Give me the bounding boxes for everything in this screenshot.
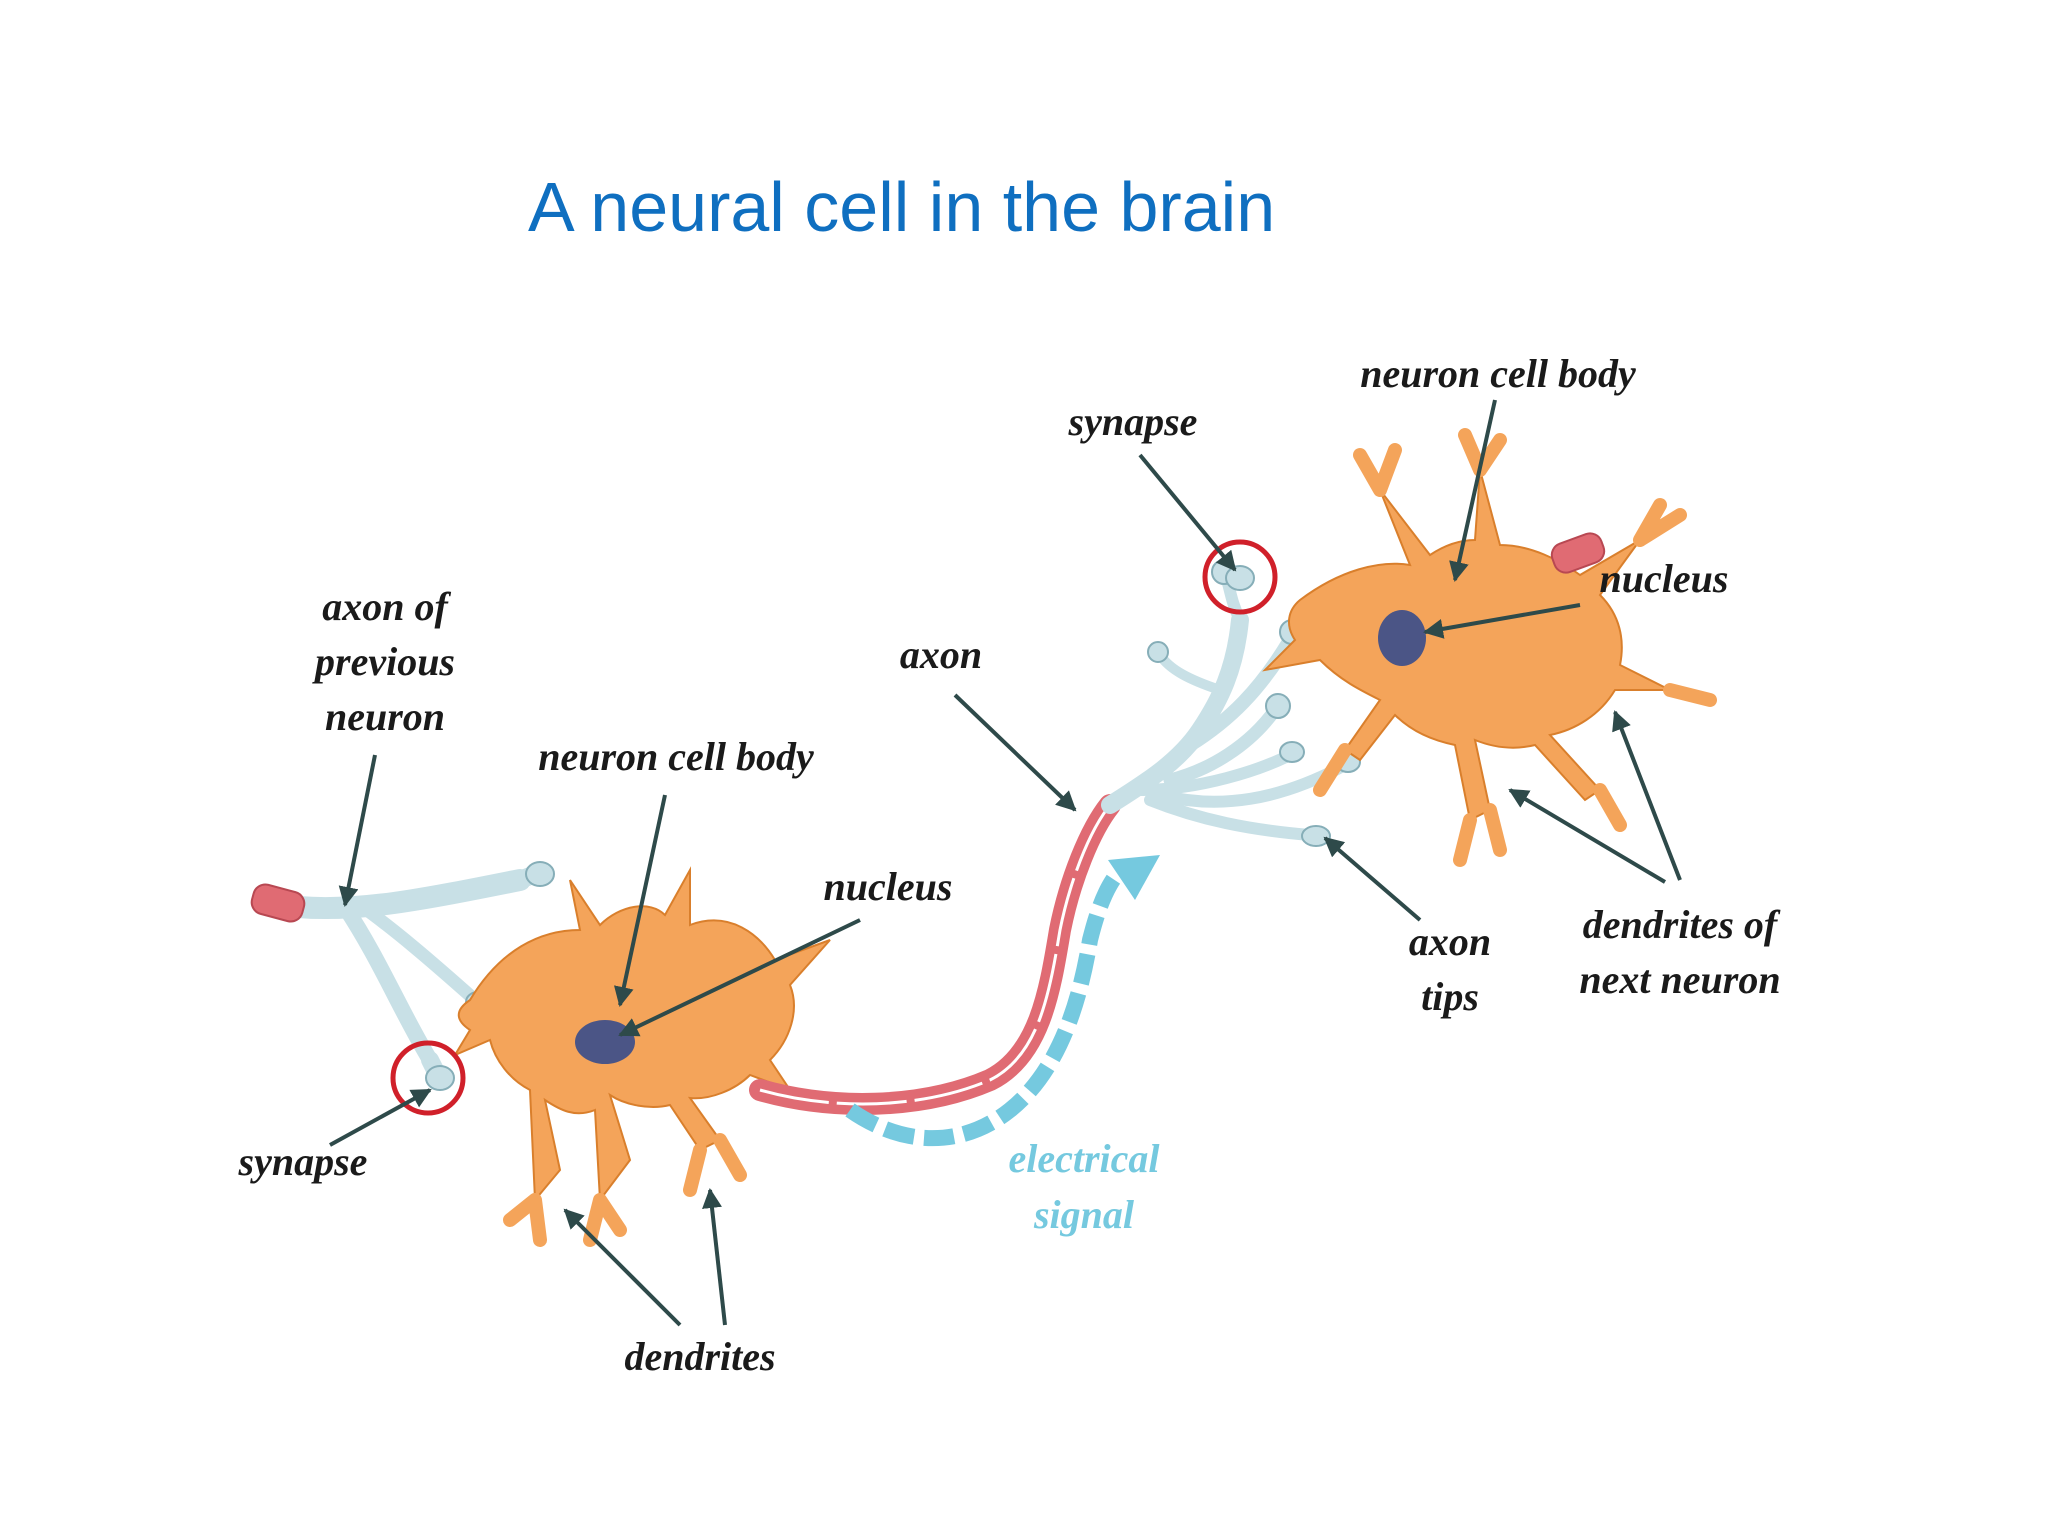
pointer-axon-tips xyxy=(1323,836,1422,922)
label-signal-1: electrical xyxy=(1008,1136,1160,1181)
pointer-left-cell-body xyxy=(613,794,667,1007)
label-dendrites-next-1: dendrites of xyxy=(1583,902,1781,947)
previous-axon-terminal xyxy=(287,861,555,1091)
label-synapse-left: synapse xyxy=(238,1139,368,1184)
label-nucleus-right: nucleus xyxy=(1600,556,1729,601)
right-cell-body xyxy=(1262,428,1717,867)
label-signal-2: signal xyxy=(1033,1192,1135,1237)
pointer-right-cell-body xyxy=(1449,399,1497,582)
label-synapse-right: synapse xyxy=(1068,399,1198,444)
label-axon: axon xyxy=(900,632,982,677)
label-axon-prev-3: neuron xyxy=(325,694,445,739)
right-nucleus xyxy=(1378,610,1426,666)
right-axon-myelin xyxy=(1550,532,1606,574)
label-cell-body-right: neuron cell body xyxy=(1360,351,1636,396)
pointer-previous-axon xyxy=(338,754,377,907)
label-axon-tips-1: axon xyxy=(1409,919,1491,964)
pointer-left-nucleus xyxy=(618,918,861,1037)
slide-title: A neural cell in the brain xyxy=(528,168,1276,246)
left-synapse-ring xyxy=(390,1040,466,1116)
electrical-signal-arrow xyxy=(845,855,1160,1147)
pointer-axon xyxy=(953,693,1077,812)
label-nucleus-left: nucleus xyxy=(824,864,953,909)
pointer-dendrites-next-b xyxy=(1612,710,1682,881)
pointer-arrows xyxy=(329,399,1682,1327)
left-nucleus xyxy=(575,1020,635,1064)
left-cell-body xyxy=(452,866,831,1247)
pointer-dendrites-next-a xyxy=(1508,788,1667,884)
pointer-left-synapse xyxy=(329,1088,432,1147)
previous-axon-myelin xyxy=(250,883,306,923)
label-axon-prev-2: previous xyxy=(312,639,455,684)
label-axon-prev-1: axon of xyxy=(322,584,451,629)
labels: axon of previous neuron neuron cell body… xyxy=(238,351,1781,1379)
pointer-right-synapse xyxy=(1138,453,1237,572)
axon xyxy=(749,794,1121,1115)
pointer-right-nucleus xyxy=(1423,603,1581,639)
label-dendrites-left: dendrites xyxy=(624,1334,775,1379)
pointer-dendrites-b xyxy=(702,1188,727,1326)
label-cell-body-left: neuron cell body xyxy=(538,734,814,779)
pointer-dendrites-a xyxy=(563,1208,682,1327)
right-synapse-ring xyxy=(1202,539,1278,615)
label-axon-tips-2: tips xyxy=(1421,974,1479,1019)
label-dendrites-next-2: next neuron xyxy=(1579,957,1780,1002)
